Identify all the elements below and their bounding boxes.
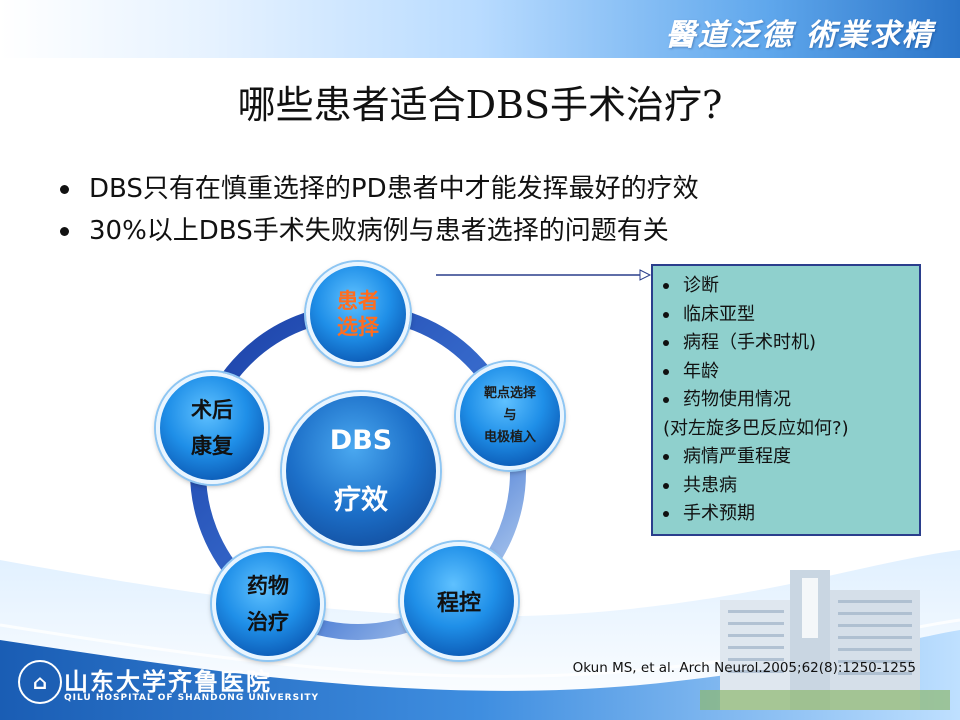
callout-item-text: 病程（手术时机) bbox=[683, 332, 817, 353]
bullet-dot bbox=[663, 454, 669, 461]
callout-item: 共患病 bbox=[663, 472, 909, 501]
callout-item-text: 病情严重程度 bbox=[683, 446, 791, 467]
hospital-logo-icon: ⌂ bbox=[18, 660, 62, 704]
node-label: 康复 bbox=[191, 434, 233, 458]
bullet-item: 30%以上DBS手术失败病例与患者选择的问题有关 bbox=[60, 210, 699, 252]
callout-item-text: 年龄 bbox=[683, 360, 719, 382]
callout-item: 病程（手术时机) bbox=[663, 329, 909, 358]
node-label: 选择 bbox=[337, 315, 379, 339]
bullet-dot bbox=[663, 482, 669, 489]
bullet-item: DBS只有在慎重选择的PD患者中才能发挥最好的疗效 bbox=[60, 168, 699, 210]
node-label: 电极植入 bbox=[483, 430, 536, 445]
node-postop-rehab: 术后 康复 bbox=[156, 372, 268, 484]
citation: Okun MS, et al. Arch Neurol.2005;62(8):1… bbox=[572, 660, 916, 676]
criteria-callout-box: 诊断 临床亚型 病程（手术时机) 年龄 药物使用情况 (对左旋多巴反应如何?) … bbox=[651, 264, 921, 536]
hospital-name-en: QILU HOSPITAL OF SHANDONG UNIVERSITY bbox=[64, 693, 320, 703]
bullet-dot bbox=[663, 311, 669, 318]
callout-item: 病情严重程度 bbox=[663, 443, 909, 472]
callout-item: 诊断 bbox=[663, 272, 909, 301]
node-dbs-efficacy: DBS 疗效 bbox=[282, 392, 440, 550]
bullet-dot bbox=[663, 397, 669, 404]
node-label: 药物 bbox=[247, 574, 289, 598]
node-label: 与 bbox=[503, 408, 517, 423]
bullet-dot bbox=[663, 340, 669, 347]
node-label: 术后 bbox=[191, 398, 233, 422]
bullet-dot bbox=[663, 368, 669, 375]
header-band: 醫道泛德 術業求精 bbox=[0, 0, 960, 58]
callout-item-text: 药物使用情况 bbox=[683, 389, 791, 410]
callout-item-text: 手术预期 bbox=[683, 503, 755, 524]
node-label: 程控 bbox=[436, 591, 481, 616]
slide-title: 哪些患者适合DBS手术治疗? bbox=[237, 83, 723, 127]
callout-item: 药物使用情况 bbox=[663, 386, 909, 415]
node-target-selection: 靶点选择 与 电极植入 bbox=[456, 362, 564, 470]
callout-item: 临床亚型 bbox=[663, 301, 909, 330]
bullet-dot bbox=[60, 184, 69, 194]
callout-note: (对左旋多巴反应如何?) bbox=[663, 415, 909, 444]
node-label: 治疗 bbox=[247, 610, 289, 634]
node-programming: 程控 bbox=[400, 542, 518, 660]
header-motto: 醫道泛德 術業求精 bbox=[665, 18, 934, 53]
node-drug-therapy: 药物 治疗 bbox=[212, 548, 324, 660]
node-patient-selection: 患者 选择 bbox=[306, 262, 410, 366]
dbs-cycle-diagram: 患者 选择 靶点选择 与 电极植入 术后 康复 药物 治疗 程控 DBS 疗效 bbox=[150, 262, 570, 672]
bullet-dot bbox=[663, 511, 669, 518]
hospital-building-image bbox=[700, 570, 950, 710]
bullet-text: 30%以上DBS手术失败病例与患者选择的问题有关 bbox=[89, 216, 669, 246]
callout-note-text: (对左旋多巴反应如何?) bbox=[663, 417, 849, 439]
bullet-list: DBS只有在慎重选择的PD患者中才能发挥最好的疗效 30%以上DBS手术失败病例… bbox=[60, 168, 699, 252]
node-label: 患者 bbox=[337, 289, 379, 313]
callout-item-text: 诊断 bbox=[683, 275, 719, 296]
bullet-dot bbox=[60, 226, 69, 236]
callout-item-text: 临床亚型 bbox=[683, 303, 755, 325]
node-label: 疗效 bbox=[334, 485, 388, 516]
bullet-dot bbox=[663, 283, 669, 290]
connector-arrow bbox=[436, 269, 652, 281]
callout-item: 手术预期 bbox=[663, 500, 909, 529]
node-label: DBS bbox=[329, 425, 393, 456]
hospital-name-cn: 山东大学齐鲁医院 bbox=[64, 667, 272, 696]
callout-item: 年龄 bbox=[663, 358, 909, 387]
callout-item-text: 共患病 bbox=[683, 474, 737, 496]
bullet-text: DBS只有在慎重选择的PD患者中才能发挥最好的疗效 bbox=[89, 174, 699, 204]
node-label: 靶点选择 bbox=[483, 386, 536, 401]
